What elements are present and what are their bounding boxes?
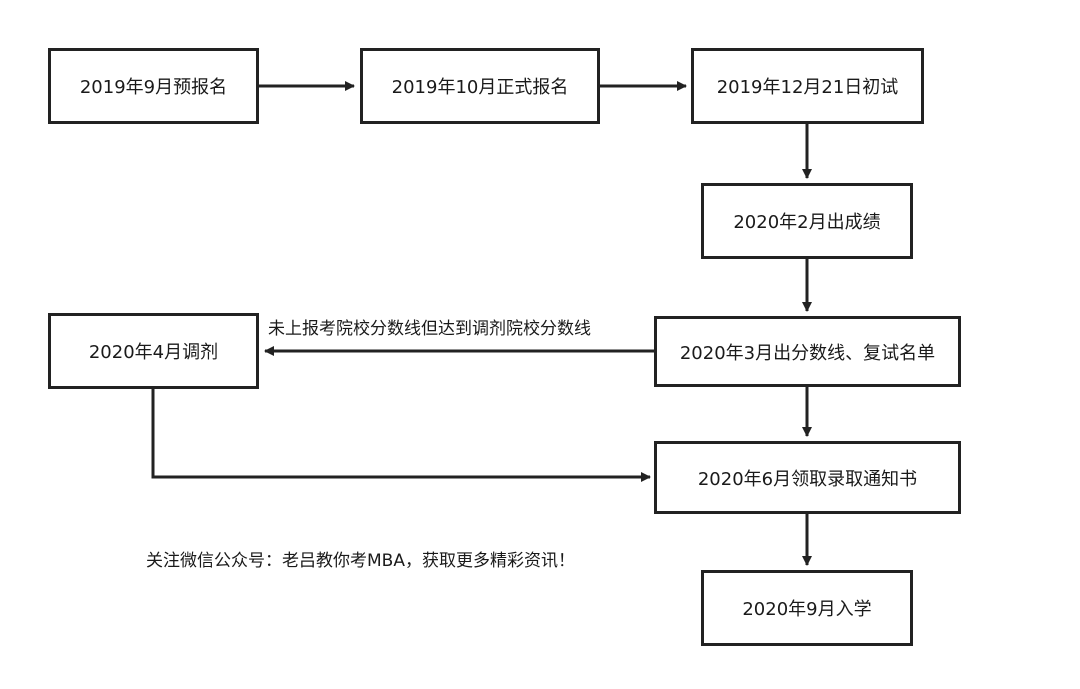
node-admission-notice: 2020年6月领取录取通知书 [654, 441, 961, 514]
node-label: 2019年10月正式报名 [391, 77, 569, 98]
node-adjustment: 2020年4月调剂 [48, 313, 259, 389]
edge-adjustment-to-admission [151, 389, 651, 482]
node-label: 2020年9月入学 [742, 599, 872, 620]
node-scores-released: 2020年2月出成绩 [701, 183, 913, 259]
node-initial-exam: 2019年12月21日初试 [691, 48, 924, 124]
footer-promo-text: 关注微信公众号：老吕教你考MBA，获取更多精彩资讯！ [146, 551, 575, 571]
node-cutoff-and-retest-list: 2020年3月出分数线、复试名单 [654, 316, 961, 387]
node-formal-registration: 2019年10月正式报名 [360, 48, 600, 124]
node-label: 2020年4月调剂 [88, 342, 219, 363]
edge-label-adjustment-condition: 未上报考院校分数线但达到调剂院校分数线 [268, 319, 591, 339]
node-label: 2020年6月领取录取通知书 [697, 468, 918, 490]
node-enrollment: 2020年9月入学 [701, 570, 913, 646]
node-label: 2019年9月预报名 [79, 77, 228, 98]
node-label: 2020年3月出分数线、复试名单 [679, 342, 936, 364]
node-label: 2019年12月21日初试 [716, 77, 899, 98]
node-pre-registration: 2019年9月预报名 [48, 48, 259, 124]
node-label: 2020年2月出成绩 [733, 212, 881, 233]
